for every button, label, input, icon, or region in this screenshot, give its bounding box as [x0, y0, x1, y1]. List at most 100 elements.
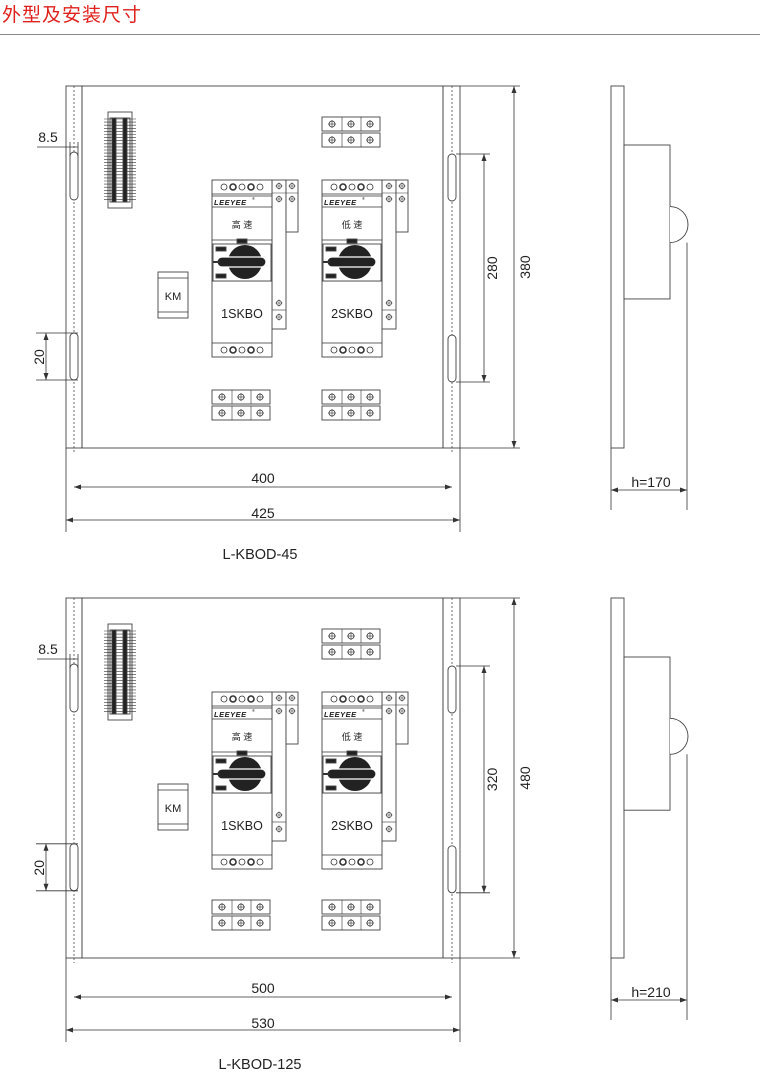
knob-handle: [216, 768, 267, 780]
arrowhead: [481, 885, 487, 893]
terminal-hole: [348, 183, 356, 191]
terminal-hole: [238, 695, 246, 703]
indicator: [325, 758, 337, 764]
registered-mark: ®: [362, 196, 365, 201]
registered-mark: ®: [252, 196, 255, 201]
terminal-hole: [357, 183, 365, 191]
side-device-box: [623, 144, 671, 300]
title-divider: [0, 34, 760, 35]
terminal-hole: [256, 858, 264, 866]
arrowhead: [511, 441, 517, 448]
km-contactor: [157, 783, 189, 831]
arrowhead: [680, 997, 687, 1003]
indicator: [325, 246, 337, 252]
depth-label: h=210: [631, 984, 671, 1000]
slot-spacing-label: 320: [484, 768, 500, 792]
registered-mark: ®: [252, 708, 255, 713]
brand-logo: LEEYEE: [324, 198, 357, 207]
terminal-hole: [238, 858, 246, 866]
model-label: L-KBOD-125: [218, 1057, 301, 1072]
terminal-hole: [357, 346, 365, 354]
terminal-block: [211, 389, 271, 421]
terminal-hole: [339, 346, 347, 354]
knob-profile: [669, 717, 689, 755]
terminal-block: [211, 899, 271, 931]
arrowhead: [481, 666, 487, 673]
indicator: [215, 785, 227, 791]
mounting-slot: [69, 332, 79, 381]
terminal-hole: [229, 695, 237, 703]
connector-bar: [111, 117, 117, 203]
arrowhead: [680, 487, 687, 493]
indicator: [215, 758, 227, 764]
knob-profile: [669, 206, 689, 244]
terminal-hole: [348, 346, 356, 354]
terminal-hole: [256, 695, 264, 703]
arrowhead: [481, 375, 487, 382]
mounting-slot: [447, 153, 457, 202]
terminal-hole: [330, 183, 338, 191]
arrowhead: [511, 598, 517, 605]
arrowhead: [445, 484, 452, 490]
indicator: [236, 238, 248, 244]
arrowhead: [43, 843, 49, 851]
side-device-box: [623, 656, 671, 811]
terminal-hole: [357, 695, 365, 703]
terminal-hole: [366, 346, 374, 354]
terminal-hole: [247, 346, 255, 354]
indicator: [236, 750, 248, 756]
brand-logo: LEEYEE: [214, 710, 247, 719]
unit-name: 1SKBO: [221, 819, 263, 833]
connector-bar: [122, 117, 128, 203]
terminal-block: [321, 899, 381, 931]
terminal-hole: [330, 858, 338, 866]
knob-handle: [326, 768, 377, 780]
mounting-slot: [447, 845, 457, 894]
terminal-hole: [348, 858, 356, 866]
arrowhead: [511, 86, 517, 93]
terminal-hole: [330, 346, 338, 354]
side-plate: [610, 597, 625, 959]
slot-length-label: 20: [31, 860, 47, 876]
unit-name: 2SKBO: [331, 819, 373, 833]
indicator: [215, 246, 227, 252]
terminal-block: [321, 389, 381, 421]
indicator: [325, 273, 337, 279]
terminal-hole: [247, 858, 255, 866]
connector-strip: [104, 623, 136, 721]
speed-label: 低 速: [342, 219, 363, 230]
indicator: [325, 785, 337, 791]
connector-bar: [111, 629, 117, 715]
indicator: [215, 273, 227, 279]
km-label: KM: [165, 291, 182, 303]
connector-strip: [104, 111, 136, 209]
arrowhead: [453, 517, 460, 523]
arrowhead: [74, 994, 81, 1000]
slot-width-label: 8.5: [38, 129, 58, 145]
inner-width-label: 500: [251, 980, 275, 996]
mounting-slot: [69, 151, 79, 201]
mounting-slot: [69, 663, 79, 713]
arrowhead: [511, 951, 517, 958]
registered-mark: ®: [362, 708, 365, 713]
terminal-hole: [238, 346, 246, 354]
terminal-hole: [330, 695, 338, 703]
speed-label: 高 速: [232, 219, 253, 230]
arrowhead: [66, 517, 73, 523]
slot-spacing-label: 280: [484, 256, 500, 280]
section-title: 外型及安装尺寸: [2, 4, 143, 26]
terminal-hole: [229, 346, 237, 354]
knob-handle: [326, 256, 377, 268]
mounting-slot: [447, 665, 457, 714]
slot-width-label: 8.5: [38, 641, 58, 657]
connector-bar: [122, 629, 128, 715]
side-view: h=170: [610, 85, 689, 510]
outer-width-label: 425: [251, 505, 275, 521]
terminal-hole: [256, 183, 264, 191]
